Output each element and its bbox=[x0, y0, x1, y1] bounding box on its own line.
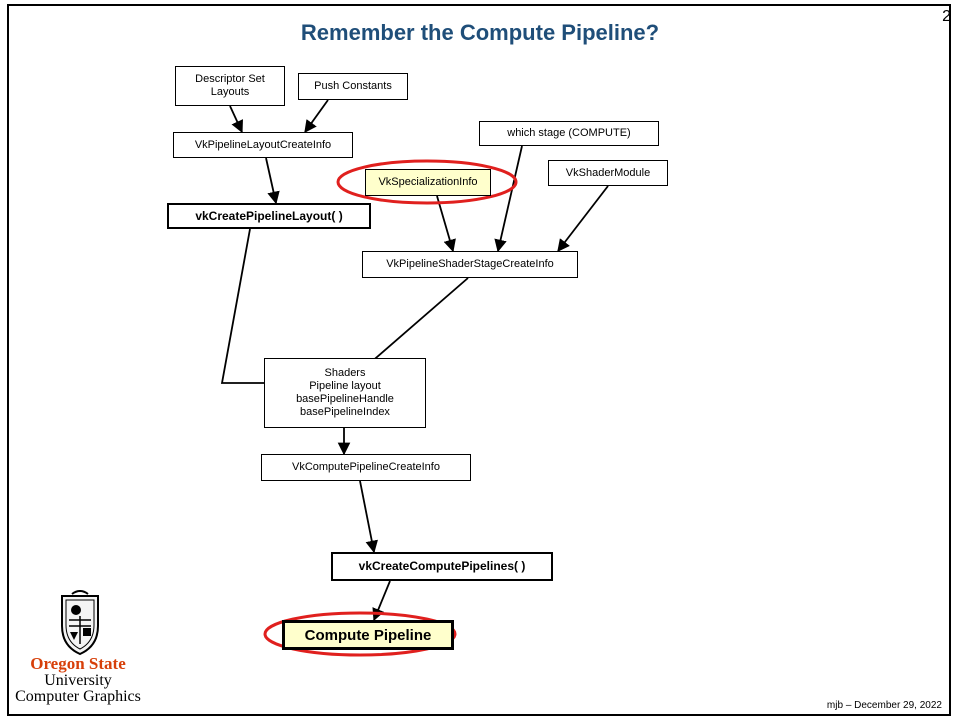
node-descriptor-set-layouts: Descriptor Set Layouts bbox=[175, 66, 285, 106]
arrow-whichstage-to-stageinfo bbox=[494, 145, 523, 253]
arrow-computeinfo-to-createcompute bbox=[359, 480, 378, 554]
logo-oregon-state: Oregon State bbox=[30, 654, 126, 673]
node-push-constants: Push Constants bbox=[298, 73, 408, 100]
arrow-shadermodule-to-stageinfo bbox=[557, 185, 609, 252]
node-vk-create-pipeline-layout: vkCreatePipelineLayout( ) bbox=[167, 203, 371, 229]
slide-frame bbox=[7, 4, 951, 716]
slide-title: Remember the Compute Pipeline? bbox=[300, 20, 660, 45]
node-vk-create-compute-pipelines: vkCreateComputePipelines( ) bbox=[331, 552, 553, 581]
arrow-layoutinfo-to-createlayout bbox=[265, 157, 280, 205]
arrow-specialization-to-stageinfo bbox=[436, 195, 456, 253]
arrow-pushconst-to-layoutinfo bbox=[304, 99, 329, 134]
node-which-stage: which stage (COMPUTE) bbox=[479, 121, 659, 146]
highlight-ellipse-compute-pipeline bbox=[263, 611, 457, 657]
logo-university: University bbox=[44, 672, 112, 689]
node-compute-pipeline-create-info: VkComputePipelineCreateInfo bbox=[261, 454, 471, 481]
page-number: 2 bbox=[942, 8, 951, 25]
logo-computer-graphics: Computer Graphics bbox=[15, 688, 141, 705]
highlight-ellipse-specialization bbox=[336, 159, 518, 205]
node-vk-specialization-info: VkSpecializationInfo bbox=[365, 169, 491, 196]
footer-author-date: mjb – December 29, 2022 bbox=[826, 700, 942, 711]
node-vk-shader-module: VkShaderModule bbox=[548, 160, 668, 186]
node-shaders-block: Shaders Pipeline layout basePipelineHand… bbox=[264, 358, 426, 428]
osu-logo-icon bbox=[61, 590, 99, 656]
node-pipeline-layout-create-info: VkPipelineLayoutCreateInfo bbox=[173, 132, 353, 158]
arrow-descriptor-to-layoutinfo bbox=[229, 105, 243, 134]
node-shader-stage-create-info: VkPipelineShaderStageCreateInfo bbox=[362, 251, 578, 278]
node-compute-pipeline: Compute Pipeline bbox=[282, 620, 454, 650]
arrow-stageinfo-to-shaders bbox=[361, 277, 469, 371]
